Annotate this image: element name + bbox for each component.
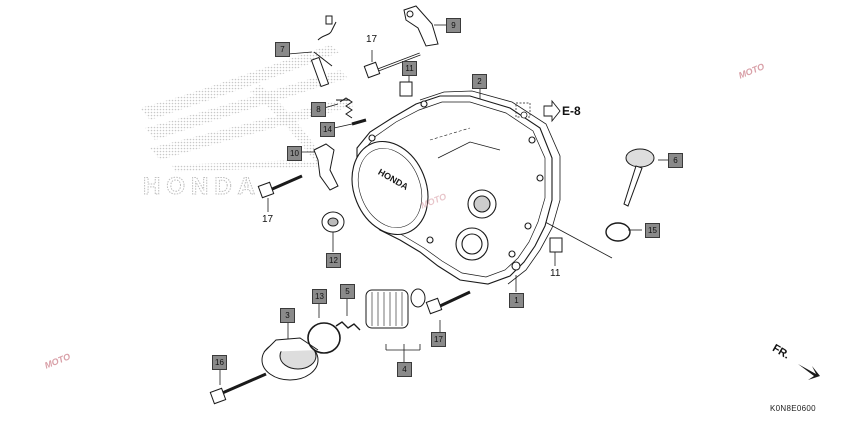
part-filter-spring <box>335 321 361 331</box>
reference-label: E-8 <box>562 104 581 118</box>
bolt-top <box>363 52 421 79</box>
drawing-code: K0N8E0600 <box>770 404 816 413</box>
part-filter-cover <box>261 337 319 381</box>
callout-12: 12 <box>326 253 341 268</box>
label-17-top: 17 <box>366 34 378 45</box>
part-o-ring-small <box>605 222 631 242</box>
part-bearing <box>321 211 345 233</box>
callout-3: 3 <box>280 308 295 323</box>
label-17-left: 17 <box>262 214 274 225</box>
right-crankcase-cover: HONDA <box>351 95 553 285</box>
filter-washer <box>410 288 426 308</box>
callout-4: 4 <box>397 362 412 377</box>
callout-14: 14 <box>320 122 335 137</box>
part-lever <box>313 143 339 191</box>
callout-17-bottom: 17 <box>431 332 446 347</box>
callout-13: 13 <box>312 289 327 304</box>
part-dipstick <box>623 148 655 207</box>
part-o-ring-large <box>307 322 341 354</box>
callout-11: 11 <box>402 61 417 76</box>
front-arrow-icon <box>798 364 820 380</box>
callout-9: 9 <box>446 18 461 33</box>
part-oil-filter <box>365 289 409 329</box>
part-sensor-wire <box>310 15 337 88</box>
part-small-pin <box>351 118 367 126</box>
callout-2: 2 <box>472 74 487 89</box>
bolt-bottom <box>425 290 471 315</box>
honda-wing-logo: HONDA <box>140 45 354 201</box>
callout-1: 1 <box>509 293 524 308</box>
callout-16: 16 <box>212 355 227 370</box>
callout-10: 10 <box>287 146 302 161</box>
gasket <box>419 90 561 285</box>
background-logo-text: HONDA <box>143 173 261 200</box>
callout-6: 6 <box>668 153 683 168</box>
callout-8: 8 <box>311 102 326 117</box>
dowel-pin-right <box>549 237 563 253</box>
reference-arrow <box>515 99 561 123</box>
callout-7: 7 <box>275 42 290 57</box>
bolt-filter-cover <box>209 372 267 405</box>
bolt-left <box>257 174 303 199</box>
callout-15: 15 <box>645 223 660 238</box>
label-11-right: 11 <box>550 268 561 279</box>
dowel-pin-top <box>399 81 413 97</box>
callout-5: 5 <box>340 284 355 299</box>
part-spring <box>336 97 353 119</box>
bracket-hole <box>406 10 414 18</box>
